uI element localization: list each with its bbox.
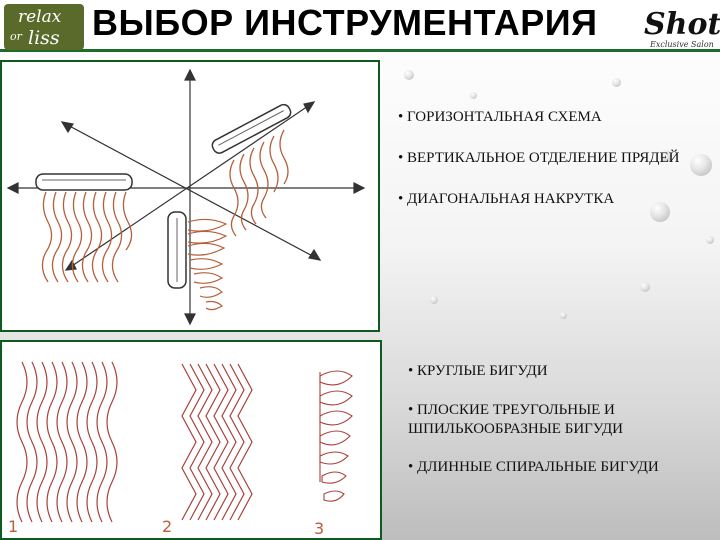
list-item: • ГОРИЗОНТАЛЬНАЯ СХЕМА <box>398 109 602 125</box>
list-item: • ДЛИННЫЕ СПИРАЛЬНЫЕ БИГУДИ <box>408 459 659 476</box>
water-drop <box>430 296 438 304</box>
water-drop <box>650 202 670 222</box>
roller-types-drawing: 1 2 3 <box>8 361 353 538</box>
water-drop <box>404 70 414 80</box>
svg-text:or: or <box>10 30 23 43</box>
relax-or-liss-logo: relax or liss <box>4 4 84 50</box>
vertical-roller <box>167 211 228 311</box>
roller-types-illustration: 1 2 3 <box>0 340 382 540</box>
round-roller-wave <box>16 361 118 523</box>
svg-text:Exclusive Salon: Exclusive Salon <box>649 40 714 49</box>
roller-types-list: • КРУГЛЫЕ БИГУДИ • ПЛОСКИЕ ТРЕУГОЛЬНЫЕ И… <box>408 362 698 497</box>
svg-text:relax: relax <box>18 7 62 27</box>
figure-label-2: 2 <box>162 517 172 536</box>
list-item: • ПЛОСКИЕ ТРЕУГОЛЬНЫЕ И ШПИЛЬКООБРАЗНЫЕ … <box>408 401 624 437</box>
diagonal-roller <box>211 103 292 237</box>
list-item: • ВЕРТИКАЛЬНОЕ ОТДЕЛЕНИЕ ПРЯДЕЙ <box>398 149 680 166</box>
winding-schemes-list: • ГОРИЗОНТАЛЬНАЯ СХЕМА • ВЕРТИКАЛЬНОЕ ОТ… <box>398 108 698 230</box>
water-drop <box>706 236 714 244</box>
header-bar: relax or liss ВЫБОР ИНСТРУМЕНТАРИЯ Shot … <box>0 0 720 52</box>
water-drop <box>660 150 672 162</box>
water-drop <box>470 92 477 99</box>
flat-roller-wave <box>181 363 253 521</box>
winding-schemes-drawing <box>6 68 366 326</box>
list-item: • ДИАГОНАЛЬНАЯ НАКРУТКА <box>398 190 615 207</box>
page-title: ВЫБОР ИНСТРУМЕНТАРИЯ <box>92 2 598 43</box>
shot-salon-logo: Shot Exclusive Salon <box>640 2 720 50</box>
figure-label-3: 3 <box>314 519 324 538</box>
water-drop <box>612 78 621 87</box>
spiral-roller-curl <box>319 370 353 502</box>
water-drop <box>640 282 650 292</box>
figure-label-1: 1 <box>8 517 18 536</box>
water-drop <box>560 312 567 319</box>
water-drop <box>690 154 712 176</box>
svg-text:Shot: Shot <box>644 7 720 42</box>
svg-text:liss: liss <box>28 27 60 49</box>
horizontal-roller <box>35 173 133 283</box>
list-item: • КРУГЛЫЕ БИГУДИ <box>408 363 548 379</box>
winding-schemes-illustration <box>0 60 380 332</box>
